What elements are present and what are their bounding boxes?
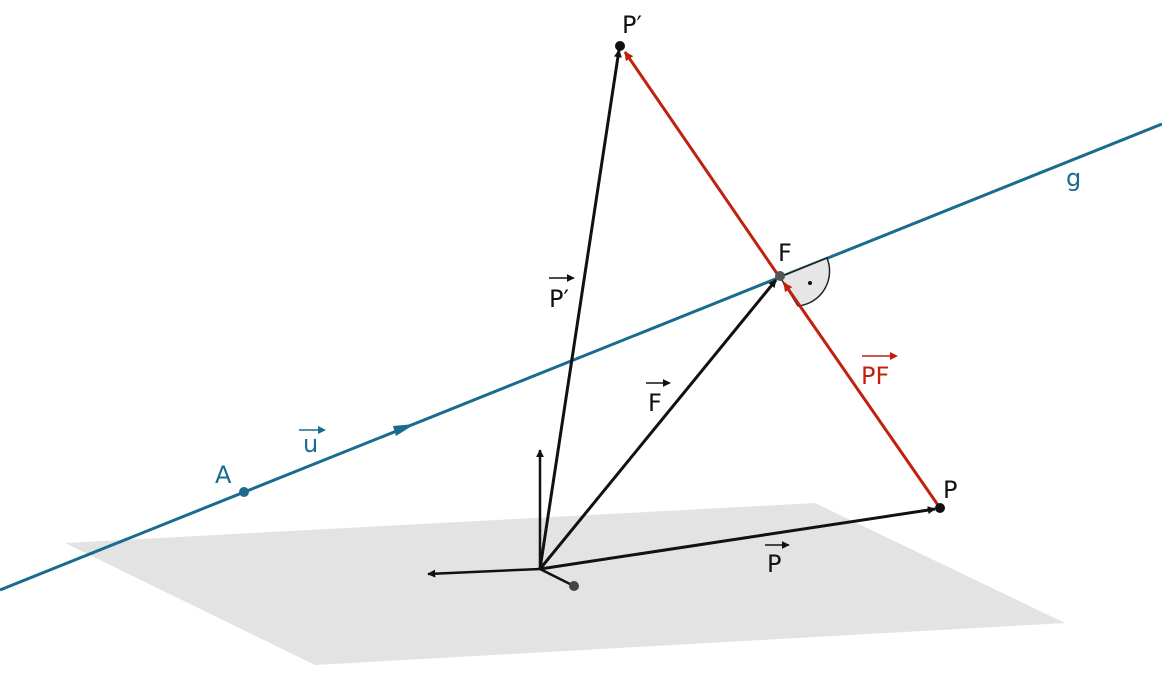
y-axis [427,567,541,578]
label-p-prime: P′ [622,11,642,39]
label-vector-p: P [767,550,781,578]
overarrow-pf-head [890,352,898,360]
vector-f [538,279,778,570]
label-vector-u: u [303,430,318,458]
point-p [935,503,945,513]
x-axis-tip [569,581,579,591]
label-f: F [778,239,792,267]
vector-p [539,506,936,571]
label-vector-pf: PF [861,362,889,390]
point-a [239,487,249,497]
label-p: P [943,476,957,504]
vector-pf [782,282,942,509]
xy-plane [65,503,1065,665]
vector-fp-prime [623,51,780,276]
point-p-prime [615,41,625,51]
point-f [775,271,785,281]
label-g: g [1066,164,1081,192]
vector-p-prime [538,49,622,570]
label-vector-f: F [648,389,662,417]
overarrow-u-head [318,426,326,434]
label-a: A [215,461,232,489]
x-axis [539,567,575,588]
vector-u-arrowhead [393,424,415,436]
line-g [0,122,1162,592]
right-angle-dot [808,281,812,285]
label-vector-p-prime: P′ [549,285,569,313]
